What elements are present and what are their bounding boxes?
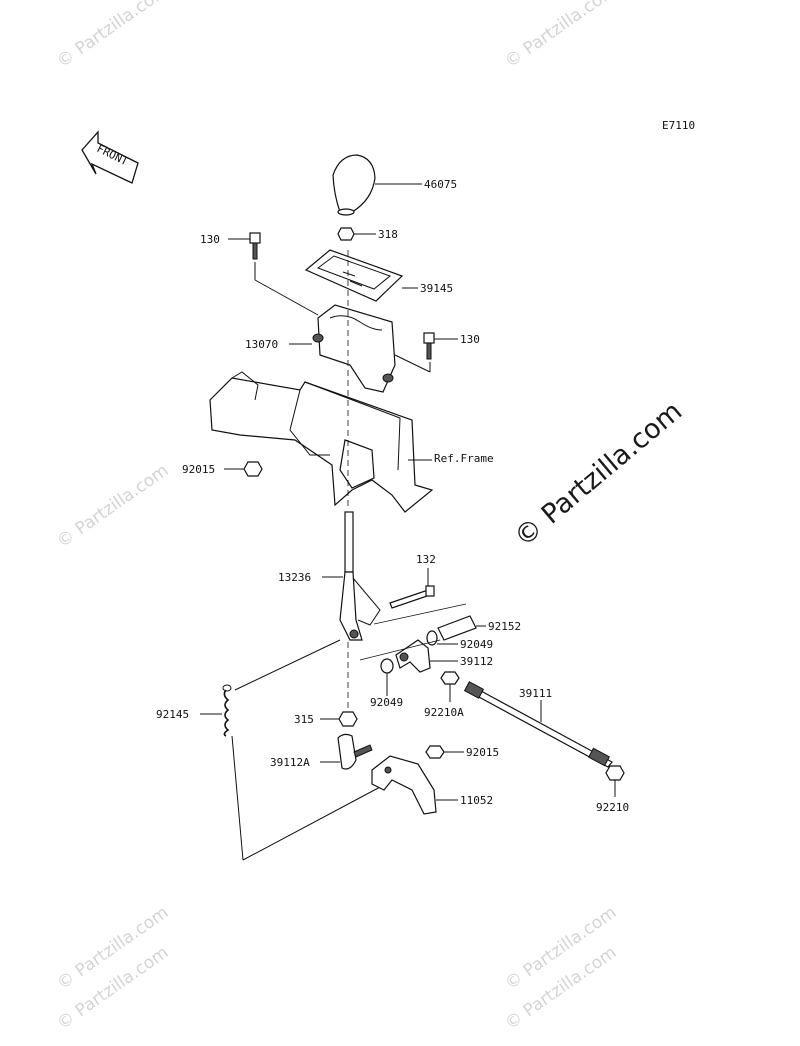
part-label-130-right[interactable]: 130 <box>460 333 480 346</box>
part-label-39111[interactable]: 39111 <box>519 687 552 700</box>
part-label-92210a[interactable]: 92210A <box>424 706 464 719</box>
part-label-318[interactable]: 318 <box>378 228 398 241</box>
arm-39112 <box>359 639 458 673</box>
part-label-11052[interactable]: 11052 <box>460 794 493 807</box>
shift-gate-plate <box>304 249 418 302</box>
washer-92049-left <box>380 658 394 696</box>
bracket-11052 <box>371 755 458 815</box>
nut-92015-left <box>224 461 263 477</box>
part-label-39145[interactable]: 39145 <box>420 282 453 295</box>
watermark-mid-left-upper: © Partzilla.com <box>53 460 172 552</box>
watermark-layer: © Partzilla.com © Partzilla.com © Partzi… <box>53 0 688 1034</box>
part-label-92210[interactable]: 92210 <box>596 801 629 814</box>
watermark-top-left: © Partzilla.com <box>53 0 172 72</box>
nut-318 <box>337 227 376 241</box>
diagram-code: E7110 <box>662 119 695 132</box>
collar-92152 <box>373 603 486 641</box>
rod-end-39112a <box>320 733 373 770</box>
nut-92210a <box>440 671 460 702</box>
part-label-39112[interactable]: 39112 <box>460 655 493 668</box>
part-label-92049-left[interactable]: 92049 <box>370 696 403 709</box>
spring-92145 <box>200 639 383 861</box>
watermark-center: © Partzilla.com <box>509 396 689 554</box>
part-label-46075[interactable]: 46075 <box>424 178 457 191</box>
shift-lever-13236 <box>322 511 381 641</box>
part-label-92015-left[interactable]: 92015 <box>182 463 215 476</box>
part-label-92152[interactable]: 92152 <box>488 620 521 633</box>
part-label-13236[interactable]: 13236 <box>278 571 311 584</box>
part-label-39112a[interactable]: 39112A <box>270 756 310 769</box>
shift-knob <box>332 154 422 216</box>
bolt-130-left <box>228 232 319 316</box>
bolt-132 <box>389 568 435 609</box>
shift-guide-13070 <box>289 304 396 393</box>
part-label-92049-right[interactable]: 92049 <box>460 638 493 651</box>
frame-bracket <box>209 250 434 513</box>
nut-92015-right <box>425 745 464 759</box>
part-label-130-left[interactable]: 130 <box>200 233 220 246</box>
part-label-13070[interactable]: 13070 <box>245 338 278 351</box>
part-label-92015-right[interactable]: 92015 <box>466 746 499 759</box>
part-label-132[interactable]: 132 <box>416 553 436 566</box>
bolt-130-right <box>394 332 458 373</box>
rod-39111 <box>463 681 613 768</box>
part-label-315[interactable]: 315 <box>294 713 314 726</box>
watermark-top-right: © Partzilla.com <box>501 0 620 72</box>
nut-92210 <box>605 765 625 797</box>
front-arrow-icon: FRONT <box>81 130 139 184</box>
part-label-92145[interactable]: 92145 <box>156 708 189 721</box>
nut-315 <box>320 642 358 727</box>
ref-frame-label: Ref.Frame <box>434 452 494 465</box>
